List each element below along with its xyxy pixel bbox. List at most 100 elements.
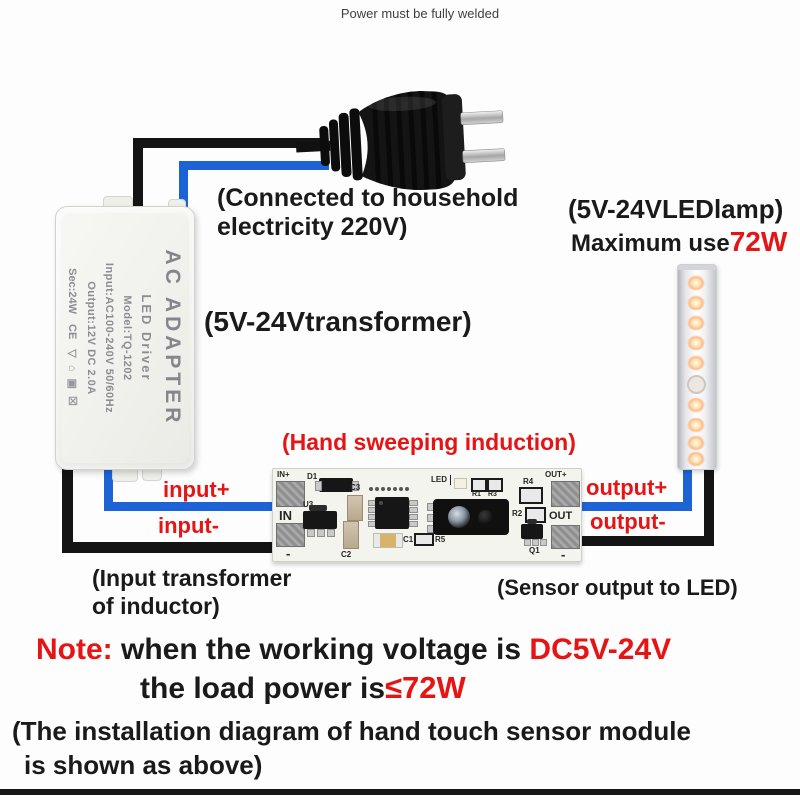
top-note: Power must be fully welded [340,6,500,21]
transistor-q1-tab [527,519,537,524]
label-input-minus: input- [158,513,220,538]
pcb-pad-out-minus [551,525,580,549]
adapter-input-spec: Input:AC100-240V 50/60Hz [103,262,115,414]
adapter-model: Model:TQ-1202 [121,295,133,381]
wire-output-black-vertical [704,462,714,546]
transistor-u3-leg [317,529,325,537]
ir-proximity-sensor [433,499,509,535]
wire-output-black-horizontal [577,536,714,546]
diode-d1-lead [352,481,359,491]
led-dot [687,397,705,413]
ce-mark: CE [66,324,79,340]
bottom-caption-line1: (The installation diagram of hand touch … [12,716,691,746]
pcb-via [369,487,373,491]
label-output-minus: output- [590,509,666,534]
certification-icons: ▽ ⌂ ▣ ☒ [66,349,78,408]
adapter-sec-rating: Sec:24W [66,268,79,315]
pcb-pad-out-plus [551,481,580,507]
plug-prong-top [460,110,504,126]
pcb-label-r4: R4 [523,477,534,486]
pcb-label-c2: C2 [341,550,352,559]
note-line2-red: ≤72W [385,670,466,705]
bottom-divider [0,789,800,795]
ic-pin [409,514,418,520]
wire-mains-blue-horizontal [179,161,329,170]
note-line2-black: the load power is [140,672,386,705]
lamp-end-cap [678,265,716,270]
resistor-r3 [487,478,503,492]
note-line1: Note: when the working voltage is DC5V-2… [36,633,671,667]
pcb-via [381,487,385,491]
caption-sensor-output: (Sensor output to LED) [497,575,738,600]
wire-mains-black-horizontal [133,138,323,148]
wire-mains-blue-vertical [179,161,188,213]
capacitor-c2 [343,521,359,549]
caption-hand-sweep: (Hand sweeping induction) [282,429,576,455]
pcb-label-minus-right: - [561,547,566,562]
plug-prong-bottom [462,148,506,163]
plug-body-ribs [368,90,442,194]
pcb-label-q1: Q1 [529,546,540,555]
sensor-pcb-module: IN+ IN - OUT+ OUT - D1 C3 U3 C2 C1 R5 LE… [272,468,582,562]
caption-lamp-title: (5V-24VLEDlamp) [568,194,784,224]
capacitor-c1 [373,533,403,548]
note-line2: the load power is≤72W [140,670,466,706]
caption-lamp-max: Maximum use72W [571,226,787,258]
pcb-label-led: LED [431,475,447,484]
ir-emitter-lens [448,506,470,528]
caption-input-transformer-line2: of inductor) [92,592,220,619]
caption-input-transformer-line1: (Input transformer [92,565,292,591]
caption-lamp-max-prefix: Maximum use [571,230,730,257]
plug-head [441,94,466,181]
pcb-label-u3: U3 [303,500,314,509]
pcb-via [399,487,403,491]
wire-output-blue-horizontal [577,502,692,511]
pcb-label-in: IN [279,508,292,523]
led-dot [687,417,705,433]
plug-body [358,90,456,190]
pcb-label-r1: R1 [472,491,481,498]
ac-adapter: AC ADAPTER LED Driver Model:TQ-1202 Inpu… [55,206,195,470]
note-voltage: DC5V-24V [529,633,672,666]
transistor-q1 [521,524,543,539]
pcb-via [393,487,397,491]
transistor-q1-leg [532,539,539,546]
indicator-led [454,478,467,489]
pcb-via [387,487,391,491]
led-dot [687,275,705,291]
pcb-label-out-plus: OUT+ [545,470,567,479]
led-dot [687,451,705,467]
resistor-r1 [471,478,487,492]
transistor-u3-tab [309,505,327,511]
adapter-subtitle: LED Driver [139,294,154,382]
label-input-plus: input+ [163,477,230,502]
ic-pin [409,521,418,527]
transistor-q1-leg [540,539,547,546]
ic-pin [409,507,418,513]
bottom-caption-line2: is shown as above) [24,750,263,780]
pcb-label-c3: C3 [350,483,361,492]
note-prefix: Note: [36,633,113,666]
wire-input-black-horizontal [62,542,275,553]
diode-d1 [319,478,353,492]
adapter-label-text: AC ADAPTER LED Driver Model:TQ-1202 Inpu… [66,219,184,457]
adapter-output-spec: Output:12V DC 2.0A [85,281,97,395]
caption-connected-line2: electricity 220V) [217,212,408,241]
wire-input-black-vertical [62,450,73,553]
caption-connected-line1: (Connected to household [217,184,519,212]
wire-input-blue-vertical [104,464,113,511]
led-lamp-bar [677,264,717,470]
pcb-pad-in-plus [276,481,305,507]
pcb-label-d1: D1 [307,472,318,481]
ic-pin1-marker [379,501,383,505]
ic-pin [409,500,418,506]
lamp-motion-sensor [687,375,706,394]
caption-lamp-max-value: 72W [729,226,788,257]
led-dot [687,355,705,371]
label-output-plus: output+ [586,475,668,500]
pcb-label-out: OUT [549,510,573,522]
wire-input-blue-horizontal [104,502,275,511]
pcb-via [375,487,379,491]
led-dot [687,335,705,351]
transistor-u3-leg [327,529,335,537]
